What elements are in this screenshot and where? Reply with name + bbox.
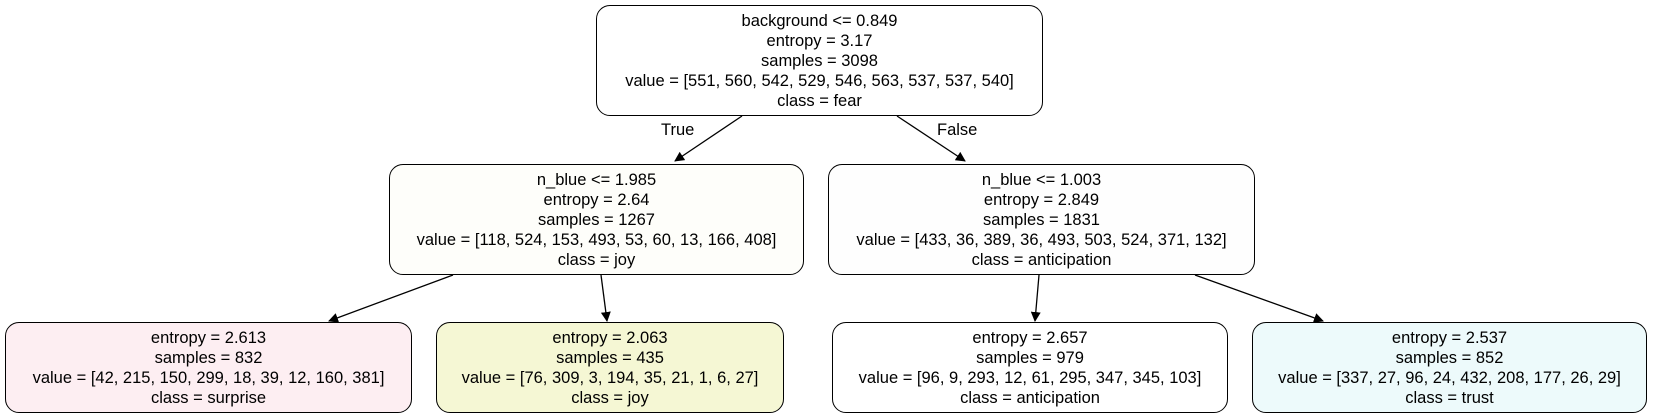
node-class: class = fear [777,91,862,110]
node-split: n_blue <= 1.003 [981,170,1102,189]
node-value: value = [76, 309, 3, 194, 35, 21, 1, 6, … [461,368,759,387]
tree-leaf-surprise: entropy = 2.613 samples = 832 value = [4… [5,322,412,413]
node-class: class = joy [557,250,636,269]
node-split: n_blue <= 1.985 [536,170,657,189]
edge-right-leaf-rr [1194,274,1324,323]
node-entropy: entropy = 2.849 [983,190,1100,209]
tree-leaf-anticipation: entropy = 2.657 samples = 979 value = [9… [832,322,1228,413]
node-samples: samples = 852 [1395,348,1504,367]
tree-leaf-joy: entropy = 2.063 samples = 435 value = [7… [436,322,784,413]
node-split: background <= 0.849 [741,11,898,30]
edge-right-leaf-rl [1030,274,1041,322]
node-value: value = [96, 9, 293, 12, 61, 295, 347, 3… [858,368,1202,387]
edge-left-leaf-ll [328,274,454,323]
edge-root-right [896,115,966,162]
node-entropy: entropy = 2.64 [543,190,650,209]
edge-root-left [674,115,743,162]
edge-label-true: True [661,121,695,139]
node-entropy: entropy = 2.657 [972,328,1088,347]
tree-node-left: n_blue <= 1.985 entropy = 2.64 samples =… [389,164,804,275]
node-samples: samples = 979 [976,348,1084,367]
node-samples: samples = 832 [154,348,263,367]
node-entropy: entropy = 3.17 [766,31,873,50]
node-samples: samples = 435 [556,348,664,367]
node-class: class = anticipation [971,250,1112,269]
node-value: value = [118, 524, 153, 493, 53, 60, 13,… [416,230,777,249]
node-value: value = [337, 27, 96, 24, 432, 208, 177,… [1278,368,1621,387]
node-class: class = surprise [150,388,267,407]
node-value: value = [551, 560, 542, 529, 546, 563, 5… [625,71,1014,90]
node-samples: samples = 1267 [538,210,655,229]
node-class: class = anticipation [960,388,1100,407]
node-entropy: entropy = 2.537 [1391,328,1508,347]
tree-node-right: n_blue <= 1.003 entropy = 2.849 samples … [828,164,1255,275]
tree-node-root: background <= 0.849 entropy = 3.17 sampl… [596,5,1043,116]
edge-label-false: False [937,121,978,139]
node-samples: samples = 1831 [983,210,1100,229]
node-value: value = [433, 36, 389, 36, 493, 503, 524… [856,230,1227,249]
tree-leaf-trust: entropy = 2.537 samples = 852 value = [3… [1252,322,1647,413]
node-value: value = [42, 215, 150, 299, 18, 39, 12, … [32,368,385,387]
node-entropy: entropy = 2.613 [150,328,267,347]
node-entropy: entropy = 2.063 [552,328,668,347]
node-class: class = joy [571,388,649,407]
edge-left-leaf-lr [600,274,611,322]
node-class: class = trust [1405,388,1494,407]
node-samples: samples = 3098 [761,51,878,70]
